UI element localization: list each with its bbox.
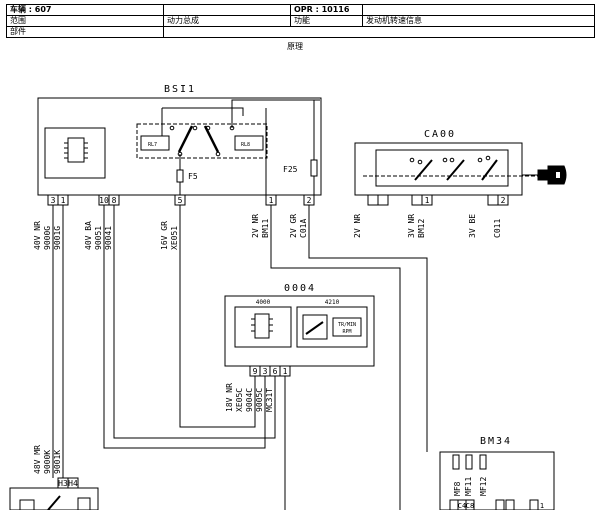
wire-label: 3V BE: [468, 214, 477, 238]
wire-label: 2V NR: [251, 214, 260, 238]
wire-label: C01A: [299, 219, 308, 238]
bm34-label: BM34: [480, 436, 512, 447]
pin-label: 8: [112, 196, 117, 205]
wire-label: 90041: [104, 226, 113, 250]
parts-value: [163, 26, 595, 38]
wire-label: 48V MR: [33, 445, 42, 474]
pin-label: C4: [458, 502, 466, 510]
pin-label: 2: [501, 196, 506, 205]
wire-label: XE051: [170, 226, 179, 250]
ca00-label: CA00: [424, 129, 456, 140]
wire-label: MF12: [479, 477, 488, 496]
pin-label: 1: [425, 196, 430, 205]
tacho-unit-label: TR/MIN: [338, 322, 356, 328]
sub4000-label: 4000: [256, 299, 271, 306]
wire-label: 9005C: [255, 388, 264, 412]
wire-label: XE05C: [235, 388, 244, 412]
pin-label: 10: [99, 196, 109, 205]
wire-label: 9001K: [53, 450, 62, 474]
wire-label: 3V NR: [407, 214, 416, 238]
header-table: 车辆 : 607 OPR : 10116 范围 动力总成 功能 发动机转速信息 …: [6, 4, 595, 38]
wire-label: MF11: [464, 477, 473, 496]
pin-label: 1: [283, 367, 288, 376]
wire-label: 40V BA: [84, 221, 93, 250]
tacho-unit-label-2: RPM: [342, 329, 351, 335]
rl7-label: RL7: [148, 142, 157, 148]
wire-label: BM12: [417, 219, 426, 238]
pin-label: 6: [273, 367, 278, 376]
wire-label: 40V NR: [33, 221, 42, 250]
wire-label: BM11: [261, 219, 270, 238]
c0004-box: [224, 295, 375, 367]
bsi1-box: [37, 97, 322, 196]
wire-label: 18V NR: [225, 383, 234, 412]
ca00-box: [354, 142, 523, 196]
diagram-subtitle: 原理: [287, 42, 303, 51]
wire-label: C011: [493, 219, 502, 238]
wire-label: 9000G: [43, 226, 52, 250]
fuse-f5: [176, 169, 184, 183]
wire-label: 9004C: [245, 388, 254, 412]
wire-label: 2V NR: [353, 214, 362, 238]
c0004-label: 0004: [284, 283, 316, 294]
bottom-left-box: [9, 487, 99, 510]
pin-label: C8: [466, 502, 474, 510]
pin-label: 1: [269, 196, 274, 205]
wire-label: MC31T: [265, 388, 274, 412]
pin-label: H4: [68, 479, 78, 488]
relay-box: [136, 123, 268, 159]
pin-label: 2: [307, 196, 312, 205]
pin-label: 3: [263, 367, 268, 376]
wire-label: 2V GR: [289, 214, 298, 238]
sub4210-label: 4210: [325, 299, 340, 306]
bsi1-module: [44, 127, 106, 179]
pin-label: 1: [540, 502, 544, 510]
wire-label: 9000K: [43, 450, 52, 474]
fuse-f25: [310, 159, 318, 177]
bm34-box: [439, 451, 555, 510]
f25-label: F25: [283, 165, 298, 174]
f5-label: F5: [188, 172, 198, 181]
pin-label: 3: [51, 196, 56, 205]
wire-label: 9001G: [53, 226, 62, 250]
pin-label: H3: [58, 479, 68, 488]
rl8-label: RL8: [241, 142, 250, 148]
wire-label: 16V GR: [160, 221, 169, 250]
pin-label: 1: [61, 196, 66, 205]
wire-label: 90051: [94, 226, 103, 250]
bsi1-label: BSI1: [164, 84, 196, 95]
pin-label: 5: [178, 196, 183, 205]
pin-label: 9: [253, 367, 258, 376]
wire-label: MF8: [453, 481, 462, 496]
